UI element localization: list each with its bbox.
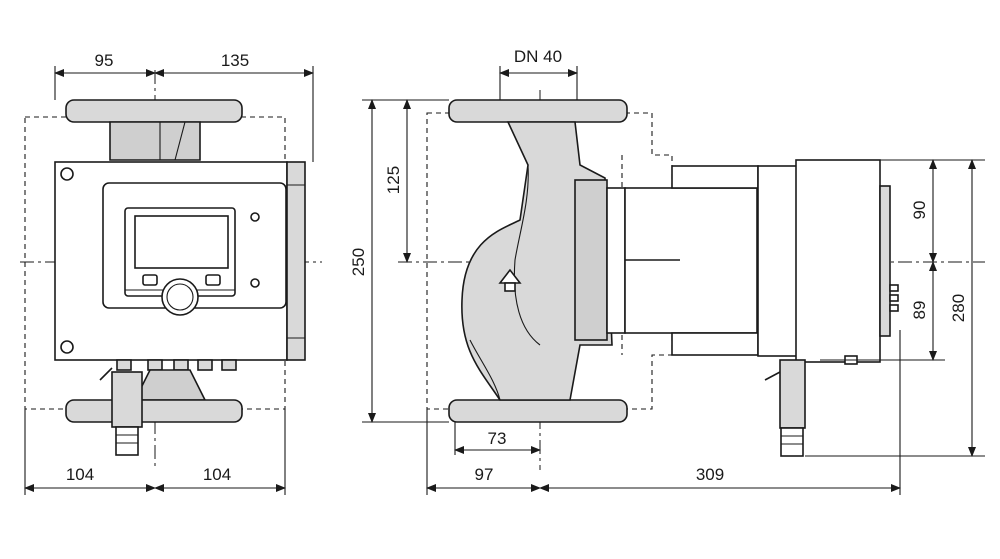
left-button [142,274,158,286]
front-bottom-neck [133,369,207,401]
dim-label-135: 135 [221,51,249,70]
dim-label-104-left: 104 [66,465,94,484]
front-top-flange [65,99,243,123]
electronics-cover [795,159,881,363]
pump-head-adapter [606,187,626,334]
side-sensor-body [779,359,806,429]
display-screen [134,215,229,269]
front-sensor-plug [115,426,139,456]
dim-label-104-right: 104 [203,465,231,484]
side-bottom-flange [448,399,628,423]
dim-label-73: 73 [488,429,507,448]
cable-glands [116,359,237,371]
side-view: DN 40 250 125 90 89 280 73 97 309 [349,47,985,495]
front-bottom-flange [65,399,243,423]
side-sockets [889,284,899,312]
motor-top-rim [671,165,759,189]
dim-label-90: 90 [910,201,929,220]
side-sensor-plug [780,427,804,457]
motor-bottom-rim [671,332,759,356]
dim-label-250: 250 [349,248,368,276]
side-top-flange [448,99,628,123]
module-screw-bottom [250,278,260,288]
dim-label-97: 97 [475,465,494,484]
front-sensor-body [111,371,143,428]
dim-label-dn40: DN 40 [514,47,562,66]
dim-label-125: 125 [384,166,403,194]
front-screw-bl [60,340,74,354]
electronics-side-plate [879,185,891,337]
pump-head-flange [574,179,608,341]
dim-label-95: 95 [95,51,114,70]
front-screw-tl [60,167,74,181]
dim-label-280: 280 [949,294,968,322]
module-screw-top [250,212,260,222]
front-view: 95 135 104 104 [20,51,322,495]
dim-label-89: 89 [910,301,929,320]
front-housing-side [286,161,306,361]
front-top-neck [109,121,201,161]
dim-label-309: 309 [696,465,724,484]
right-button [205,274,221,286]
